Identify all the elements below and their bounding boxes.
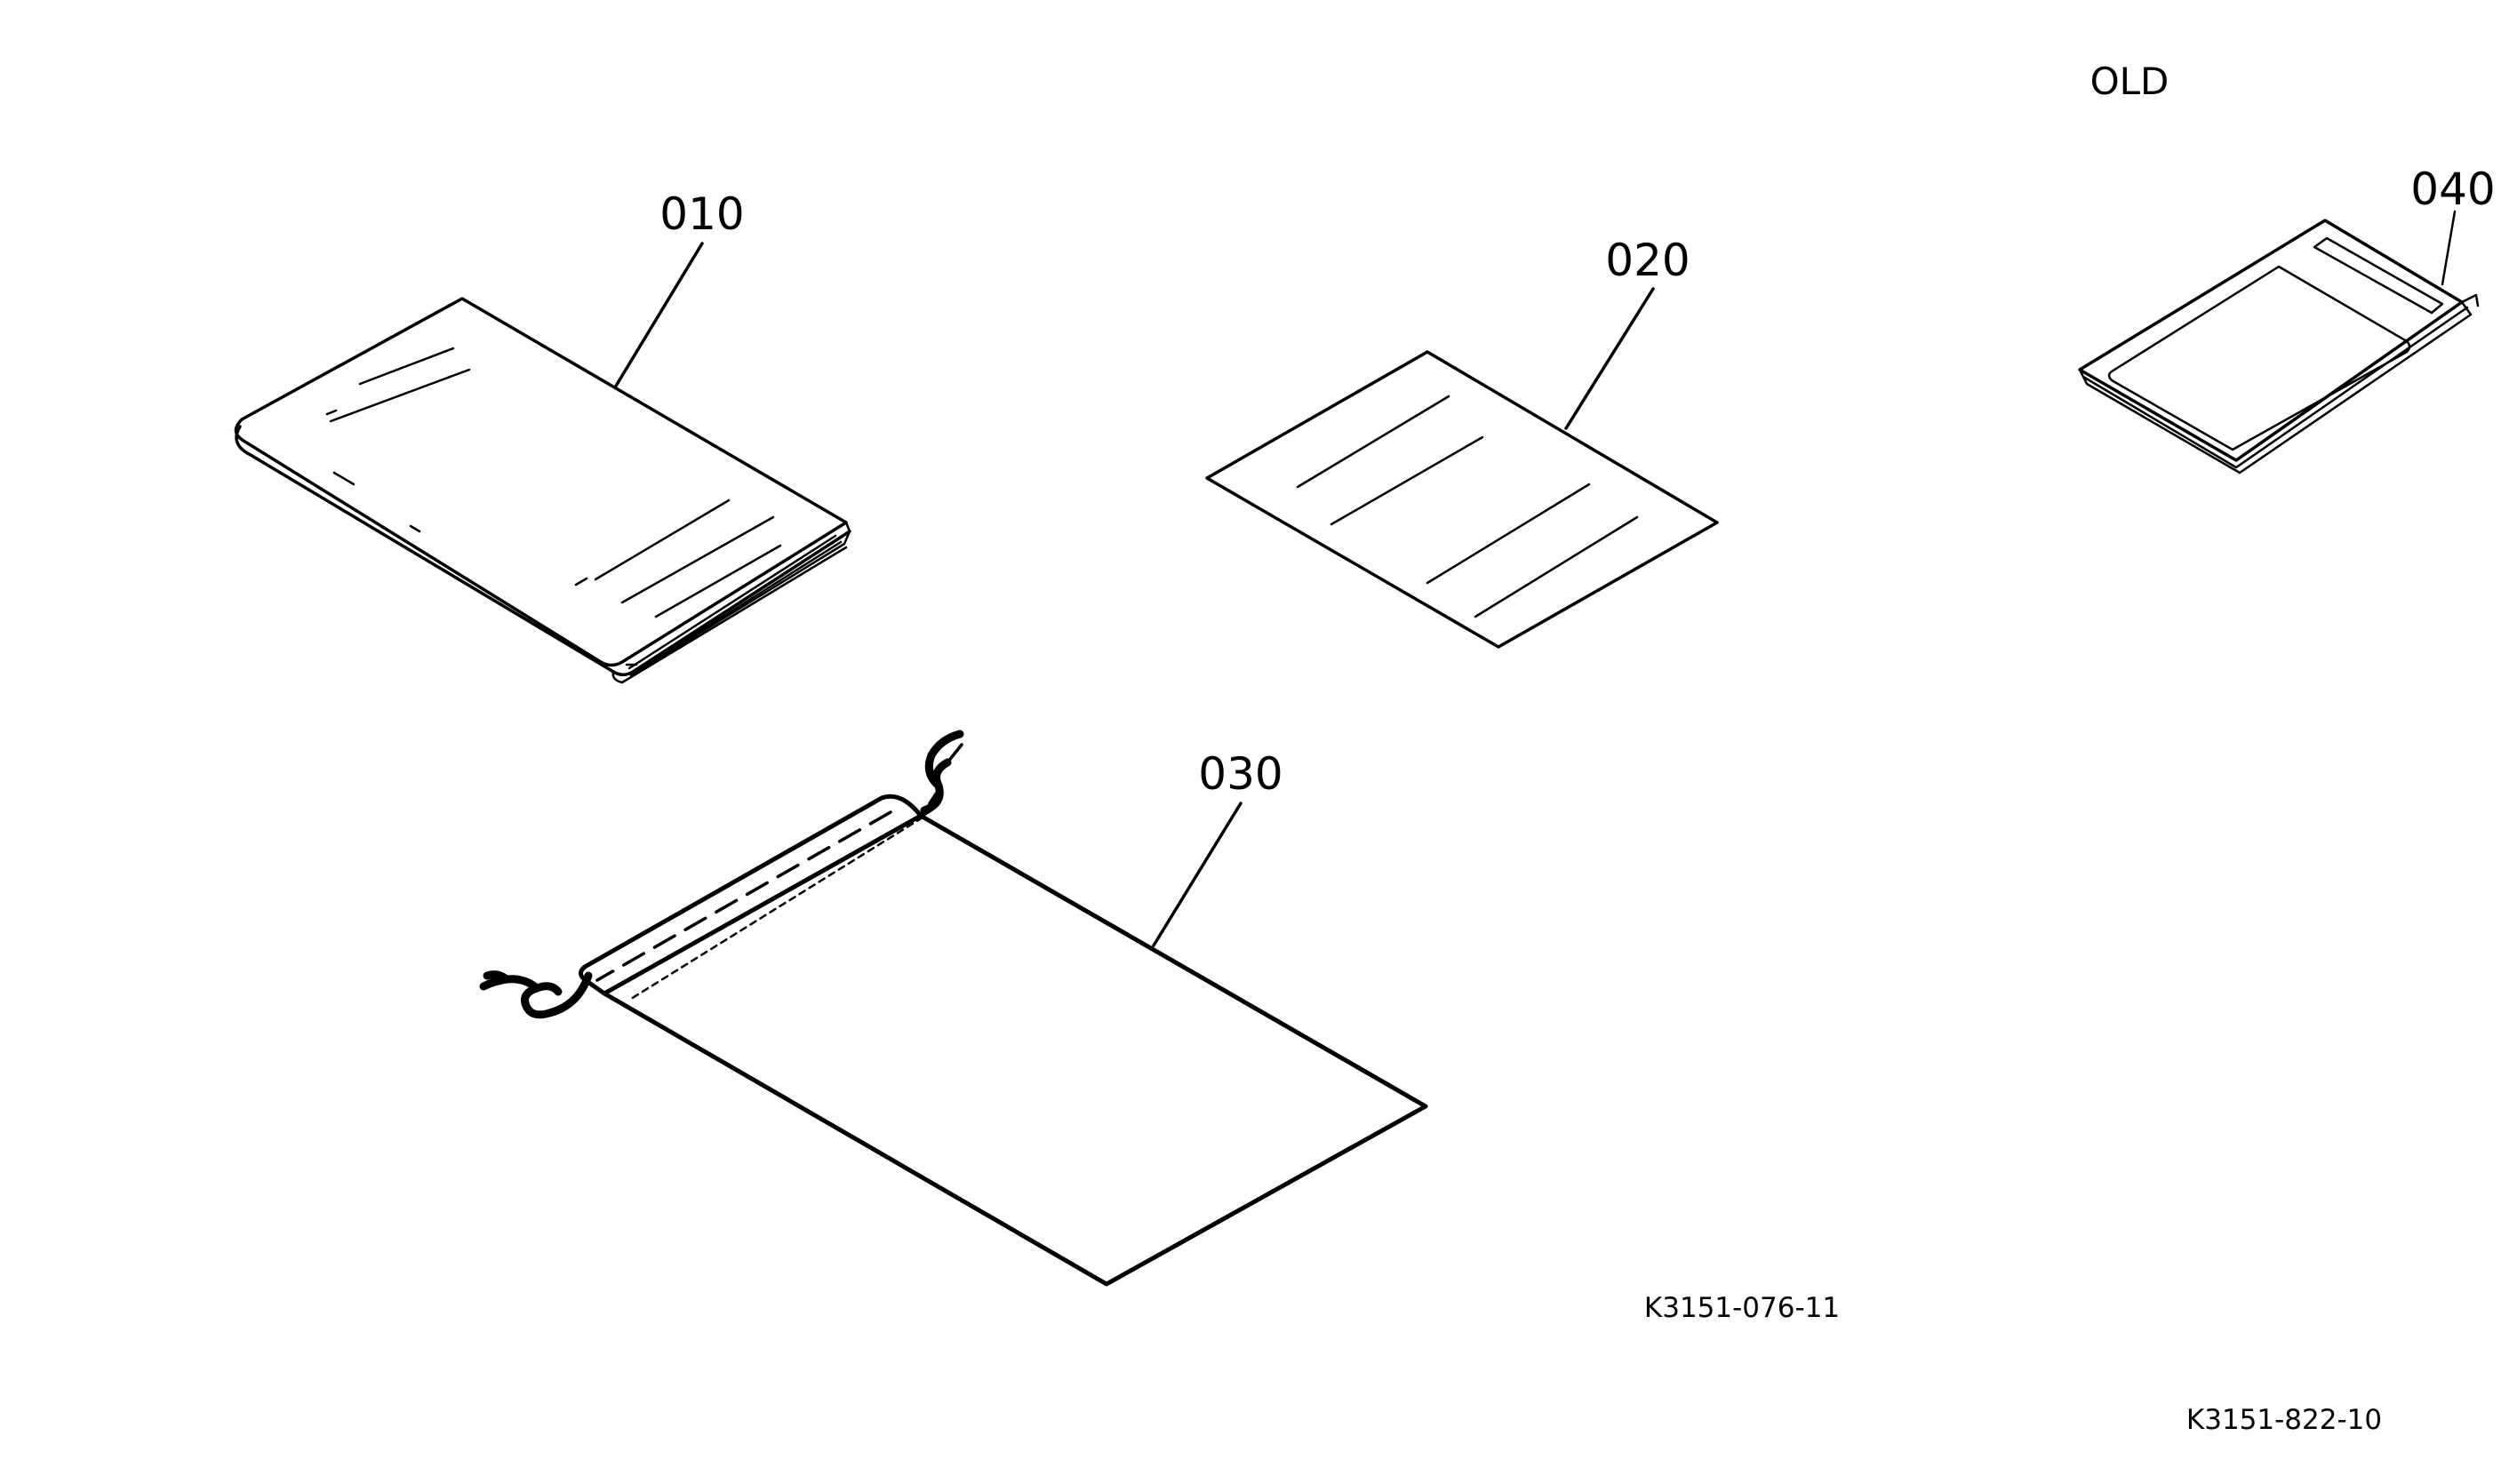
part-040-sleeve: [2078, 219, 2480, 475]
sheet-outline: [1205, 350, 1719, 649]
manual-page-lines: [627, 534, 843, 675]
manual-cover-dashes: [325, 409, 588, 586]
sleeve-edges: [2078, 293, 2480, 475]
bag-hem-lower-stitching: [629, 816, 924, 1001]
manual-front-edge: [235, 425, 851, 676]
sheet-text-lines: [1296, 395, 1639, 618]
label-040: 040: [2410, 164, 2495, 215]
bag-hem-stitching: [595, 810, 892, 982]
drawstring-bottom-loop: [521, 971, 593, 1019]
manual-cover-text-lines: [329, 347, 782, 618]
sleeve-inner-window: [2107, 265, 2411, 451]
leader-030: [1152, 802, 1243, 947]
figure-ref-old: K3151-822-10: [2186, 1404, 2382, 1436]
figure-ref-main: K3151-076-11: [1644, 1292, 1840, 1324]
part-030-drawstring-bag: [479, 730, 1428, 1287]
leader-010: [613, 242, 704, 389]
drawstring-top: [920, 730, 964, 815]
drawstring-top-cord: [928, 743, 963, 805]
leader-020: [1564, 287, 1655, 430]
part-010-manual: [234, 297, 851, 684]
label-old: OLD: [2090, 60, 2169, 103]
part-020-sheet: [1205, 350, 1719, 649]
label-020: 020: [1605, 235, 1690, 286]
bag-hem-channel: [579, 794, 932, 996]
leader-040: [2441, 210, 2457, 286]
drawstring-bottom-tail: [479, 970, 541, 993]
label-030: 030: [1198, 748, 1282, 800]
bag-body: [602, 813, 1428, 1287]
label-010: 010: [659, 188, 744, 240]
sleeve-top-window: [2313, 236, 2444, 315]
sleeve-outline: [2078, 219, 2464, 462]
manual-top-face: [234, 297, 848, 667]
